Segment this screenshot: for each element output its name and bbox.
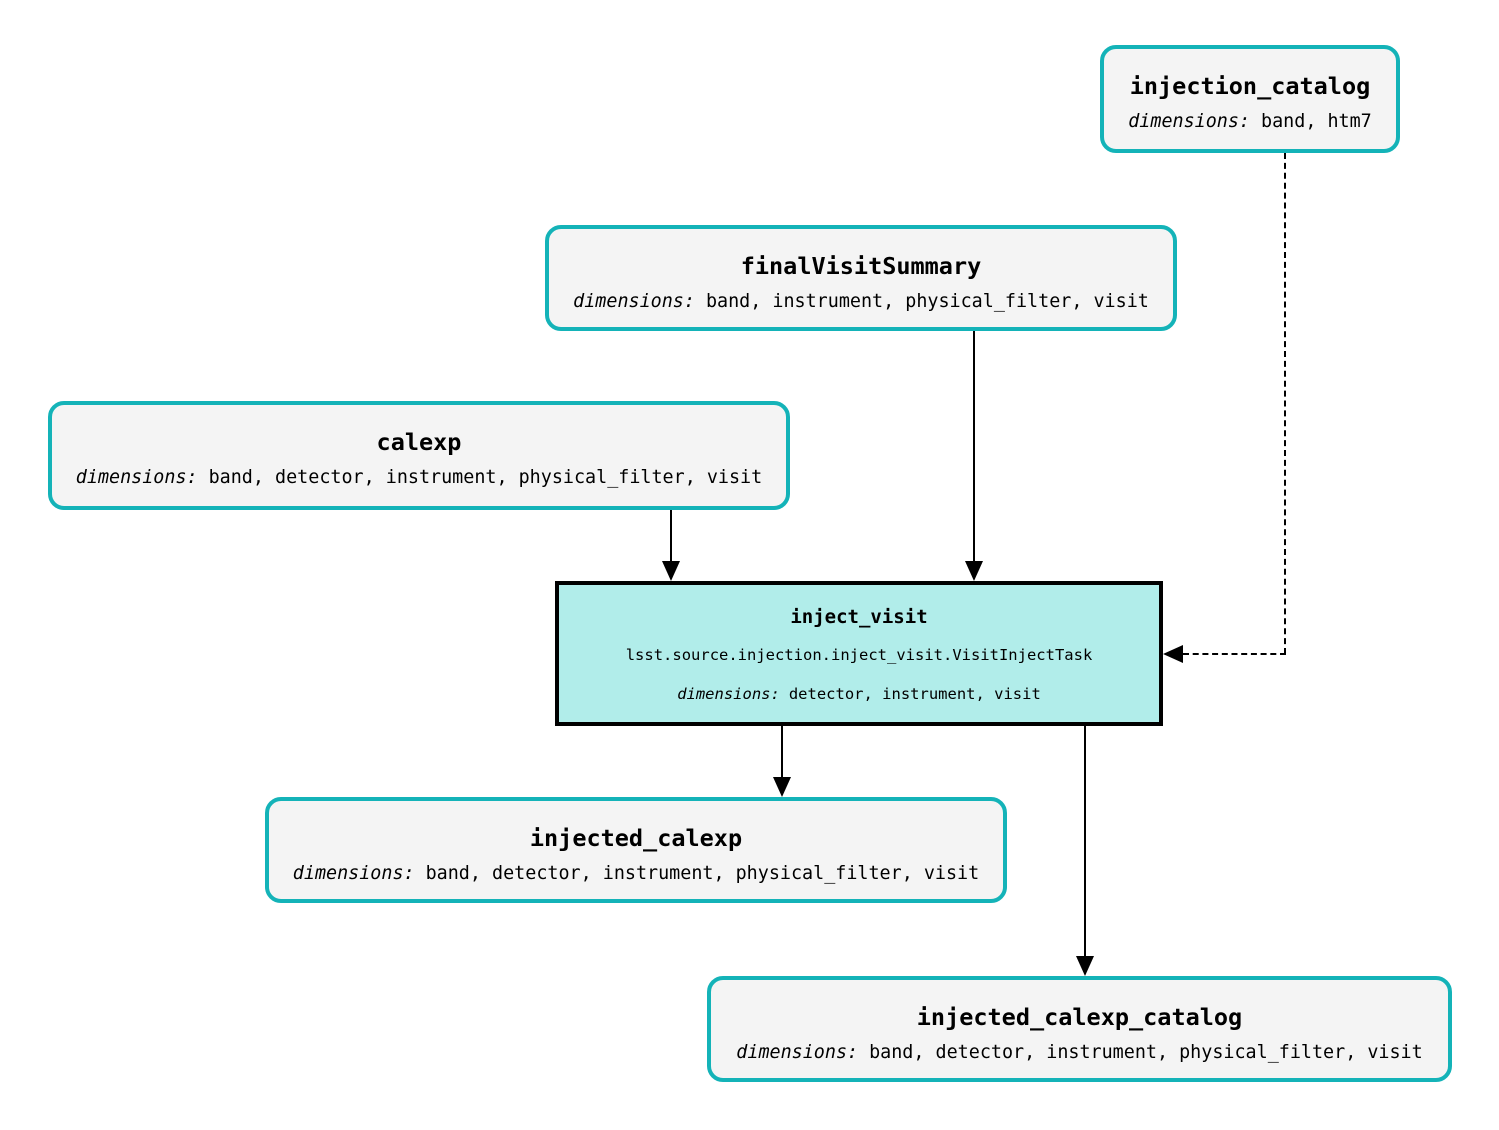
node-dimensions: dimensions: band, htm7 [1128,108,1372,136]
dataset-node-injected-calexp: injected_calexp dimensions: band, detecto… [265,797,1007,903]
node-dimensions: dimensions: band, instrument, physical_fi… [573,288,1149,316]
dataset-node-calexp: calexp dimensions: band, detector, instru… [48,401,790,510]
node-dimensions: dimensions: band, detector, instrument, p… [293,860,979,888]
dimensions-values: band, htm7 [1261,111,1372,132]
node-dimensions: dimensions: detector, instrument, visit [677,676,1041,712]
task-class-path: lsst.source.injection.inject_visit.Visit… [625,646,1093,664]
edge-inject-visit-to-injected-calexp-catalog-arrowhead-icon [1076,956,1094,976]
dimensions-label: dimensions: [75,467,198,488]
node-title: injection_catalog [1129,72,1371,100]
node-dimensions: dimensions: band, detector, instrument, p… [76,464,762,492]
dimensions-label: dimensions: [1128,111,1251,132]
edge-calexp-to-inject-visit-line [670,510,672,563]
edge-inject-visit-to-injected-calexp-catalog-line [1084,726,1086,958]
dataset-node-injected-calexp-catalog: injected_calexp_catalog dimensions: band,… [707,976,1452,1082]
node-title: calexp [376,428,462,456]
dataset-node-injection-catalog: injection_catalog dimensions: band, htm7 [1100,45,1400,153]
edge-calexp-to-inject-visit-arrowhead-icon [662,561,680,581]
dimensions-label: dimensions: [292,863,415,884]
node-title: injected_calexp [529,824,743,852]
dimensions-label: dimensions: [573,291,695,312]
dimensions-values: detector, instrument, visit [788,685,1041,703]
node-title: finalVisitSummary [740,252,982,280]
edge-finalvisitsummary-to-inject-visit-arrowhead-icon [965,561,983,581]
edge-injection-catalog-to-inject-visit-hline [1183,653,1286,655]
edge-inject-visit-to-injected-calexp-line [781,726,783,779]
node-dimensions: dimensions: band, detector, instrument, p… [736,1039,1422,1067]
edge-injection-catalog-to-inject-visit-vline [1284,153,1286,654]
dimensions-values: band, instrument, physical_filter, visit [705,291,1149,312]
dimensions-values: band, detector, instrument, physical_fil… [425,863,980,884]
task-node-inject-visit: inject_visit lsst.source.injection.injec… [555,581,1163,726]
dimensions-label: dimensions: [736,1042,859,1063]
dimensions-label: dimensions: [677,685,780,703]
edge-injection-catalog-to-inject-visit-arrowhead-icon [1163,645,1183,663]
node-title: inject_visit [790,606,928,628]
dimensions-values: band, detector, instrument, physical_fil… [869,1042,1423,1063]
node-title: injected_calexp_catalog [916,1003,1243,1031]
edge-finalvisitsummary-to-inject-visit-line [973,331,975,563]
dataset-node-finalvisitsummary: finalVisitSummary dimensions: band, instr… [545,225,1177,331]
dimensions-values: band, detector, instrument, physical_fil… [208,467,763,488]
edge-inject-visit-to-injected-calexp-arrowhead-icon [773,777,791,797]
